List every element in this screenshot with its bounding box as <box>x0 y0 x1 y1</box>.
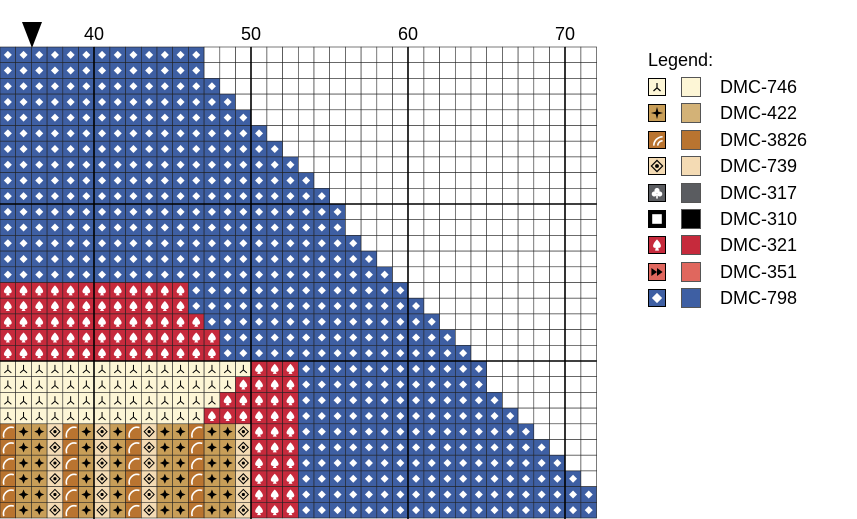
diamond-dot-symbol-icon <box>648 157 666 176</box>
spade-symbol-icon <box>648 236 666 255</box>
legend-item-label: DMC-798 <box>720 288 798 309</box>
legend-title: Legend: <box>648 50 714 70</box>
arc-symbol-icon <box>648 130 666 149</box>
legend-item-label: DMC-310 <box>720 208 798 229</box>
legend-color-swatch <box>681 156 701 177</box>
legend-item: DMC-321 <box>648 233 848 259</box>
legend-color-swatch <box>681 288 701 309</box>
tripod-symbol-icon <box>648 78 666 96</box>
stitch-grid <box>0 46 597 519</box>
column-label-70: 70 <box>554 24 576 44</box>
legend-item: DMC-317 <box>648 181 848 207</box>
legend-item: DMC-422 <box>648 101 848 127</box>
legend-item-label: DMC-351 <box>720 261 798 282</box>
column-label-60: 60 <box>397 24 419 44</box>
center-marker-arrow <box>22 22 42 48</box>
ff-symbol-icon <box>648 262 666 281</box>
legend-item-label: DMC-321 <box>720 235 798 256</box>
legend-item: DMC-351 <box>648 260 848 286</box>
legend-color-swatch <box>681 103 701 124</box>
legend-item-label: DMC-739 <box>720 156 798 177</box>
legend-item-label: DMC-746 <box>720 77 798 97</box>
legend-color-swatch <box>681 182 701 203</box>
legend-item-label: DMC-317 <box>720 182 798 203</box>
legend-item: DMC-798 <box>648 286 848 312</box>
diamond-symbol-icon <box>648 289 666 308</box>
star-symbol-icon <box>648 104 666 123</box>
legend-color-swatch <box>681 261 701 282</box>
legend-item: DMC-3826 <box>648 128 848 154</box>
club-symbol-icon <box>648 183 666 202</box>
legend-color-swatch <box>681 235 701 256</box>
legend-color-swatch <box>681 129 701 150</box>
pattern-chart: 40 50 60 70 <box>0 22 597 519</box>
legend-item: DMC-310 <box>648 207 848 233</box>
legend-item-label: DMC-3826 <box>720 129 808 150</box>
square-symbol-icon <box>648 209 666 228</box>
legend-item-label: DMC-422 <box>720 103 798 124</box>
column-label-50: 50 <box>240 24 262 44</box>
legend-item: DMC-746 <box>648 75 848 101</box>
legend-color-swatch <box>681 77 701 97</box>
legend-item: DMC-739 <box>648 154 848 180</box>
legend-color-swatch <box>681 208 701 229</box>
column-label-40: 40 <box>83 24 105 44</box>
